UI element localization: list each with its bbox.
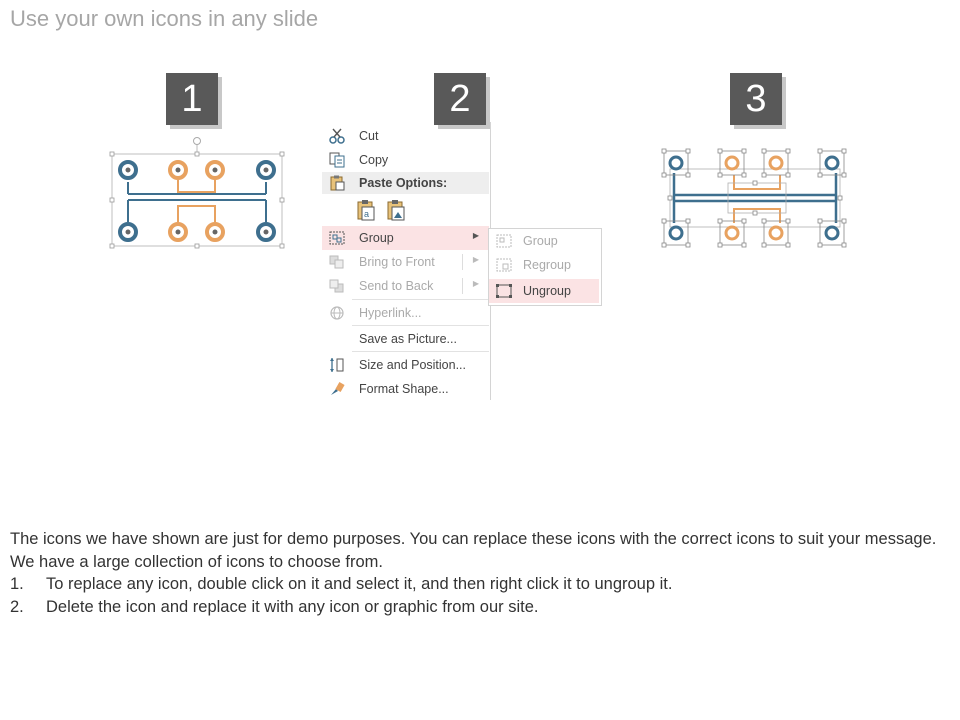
- paste-options-buttons: a: [352, 198, 408, 225]
- submenu-item-regroup[interactable]: Regroup: [489, 253, 599, 277]
- description-step-1: 1. To replace any icon, double click on …: [10, 573, 940, 596]
- menu-separator: [352, 351, 489, 352]
- description-step-2: 2. Delete the icon and replace it with a…: [10, 596, 940, 619]
- step-number: 2.: [10, 597, 24, 616]
- bring-front-icon: [329, 255, 344, 269]
- menu-item-format-shape[interactable]: Format Shape...: [322, 377, 489, 401]
- menu-separator: [352, 299, 489, 300]
- submenu-item-ungroup[interactable]: Ungroup: [489, 279, 599, 303]
- description-intro: The icons we have shown are just for dem…: [10, 530, 937, 571]
- menu-item-label: Send to Back: [359, 279, 434, 293]
- step-text: To replace any icon, double click on it …: [46, 575, 673, 593]
- menu-divider: [462, 278, 463, 294]
- menu-item-label: Save as Picture...: [359, 332, 457, 346]
- menu-item-bring-to-front[interactable]: Bring to Front ▶: [322, 250, 489, 274]
- submenu-item-label: Regroup: [523, 258, 571, 272]
- menu-item-send-to-back[interactable]: Send to Back ▶: [322, 274, 489, 298]
- menu-item-cut[interactable]: Cut: [322, 124, 489, 148]
- grouped-icon-graphic-selected[interactable]: [100, 132, 300, 257]
- ungrouped-icon-graphic[interactable]: [656, 143, 856, 253]
- svg-text:a: a: [364, 209, 369, 219]
- paste-options-label: Paste Options:: [359, 176, 448, 190]
- menu-item-save-as-picture[interactable]: Save as Picture...: [322, 327, 489, 351]
- ungroup-icon: [496, 284, 512, 298]
- size-position-icon: [330, 358, 344, 372]
- menu-item-label: Size and Position...: [359, 358, 467, 372]
- menu-item-group[interactable]: Group ▶: [322, 226, 489, 250]
- send-back-icon: [329, 279, 344, 293]
- submenu-item-label: Group: [523, 234, 558, 248]
- submenu-item-group[interactable]: Group: [489, 229, 599, 253]
- hyperlink-icon: [330, 306, 344, 320]
- menu-item-hyperlink[interactable]: Hyperlink...: [322, 301, 489, 325]
- clipboard-icon: [330, 175, 345, 191]
- format-shape-icon: [331, 382, 345, 395]
- submenu-item-label: Ungroup: [523, 284, 571, 298]
- menu-item-label: Group: [359, 231, 394, 245]
- menu-item-label: Hyperlink...: [359, 306, 422, 320]
- group-icon: [329, 231, 345, 245]
- menu-separator: [352, 325, 489, 326]
- context-menu: Cut Copy Paste Options: a: [322, 122, 491, 400]
- regroup-icon: [496, 258, 512, 272]
- description: The icons we have shown are just for dem…: [10, 528, 940, 618]
- group-submenu: Group Regroup Ungroup: [488, 228, 602, 306]
- paste-buttons-icons[interactable]: a: [352, 198, 408, 222]
- step-text: Delete the icon and replace it with any …: [46, 597, 539, 616]
- menu-item-label: Bring to Front: [359, 255, 435, 269]
- submenu-arrow-icon: ▶: [472, 231, 479, 240]
- submenu-arrow-icon: ▶: [472, 279, 479, 288]
- step-badge-1: 1: [166, 73, 218, 125]
- step-badge-2: 2: [434, 73, 486, 125]
- menu-item-label: Cut: [359, 129, 379, 143]
- menu-divider: [462, 254, 463, 270]
- copy-icon: [329, 152, 345, 168]
- menu-item-copy[interactable]: Copy: [322, 148, 489, 172]
- menu-item-label: Copy: [359, 153, 389, 167]
- submenu-arrow-icon: ▶: [472, 255, 479, 264]
- step-number: 1.: [10, 575, 24, 593]
- slide-title: Use your own icons in any slide: [10, 6, 319, 31]
- scissors-icon: [329, 128, 345, 144]
- step-badge-3: 3: [730, 73, 782, 125]
- group-icon: [496, 234, 512, 248]
- menu-item-label: Format Shape...: [359, 382, 449, 396]
- menu-item-size-and-position[interactable]: Size and Position...: [322, 353, 489, 377]
- paste-options-header: Paste Options:: [322, 172, 489, 194]
